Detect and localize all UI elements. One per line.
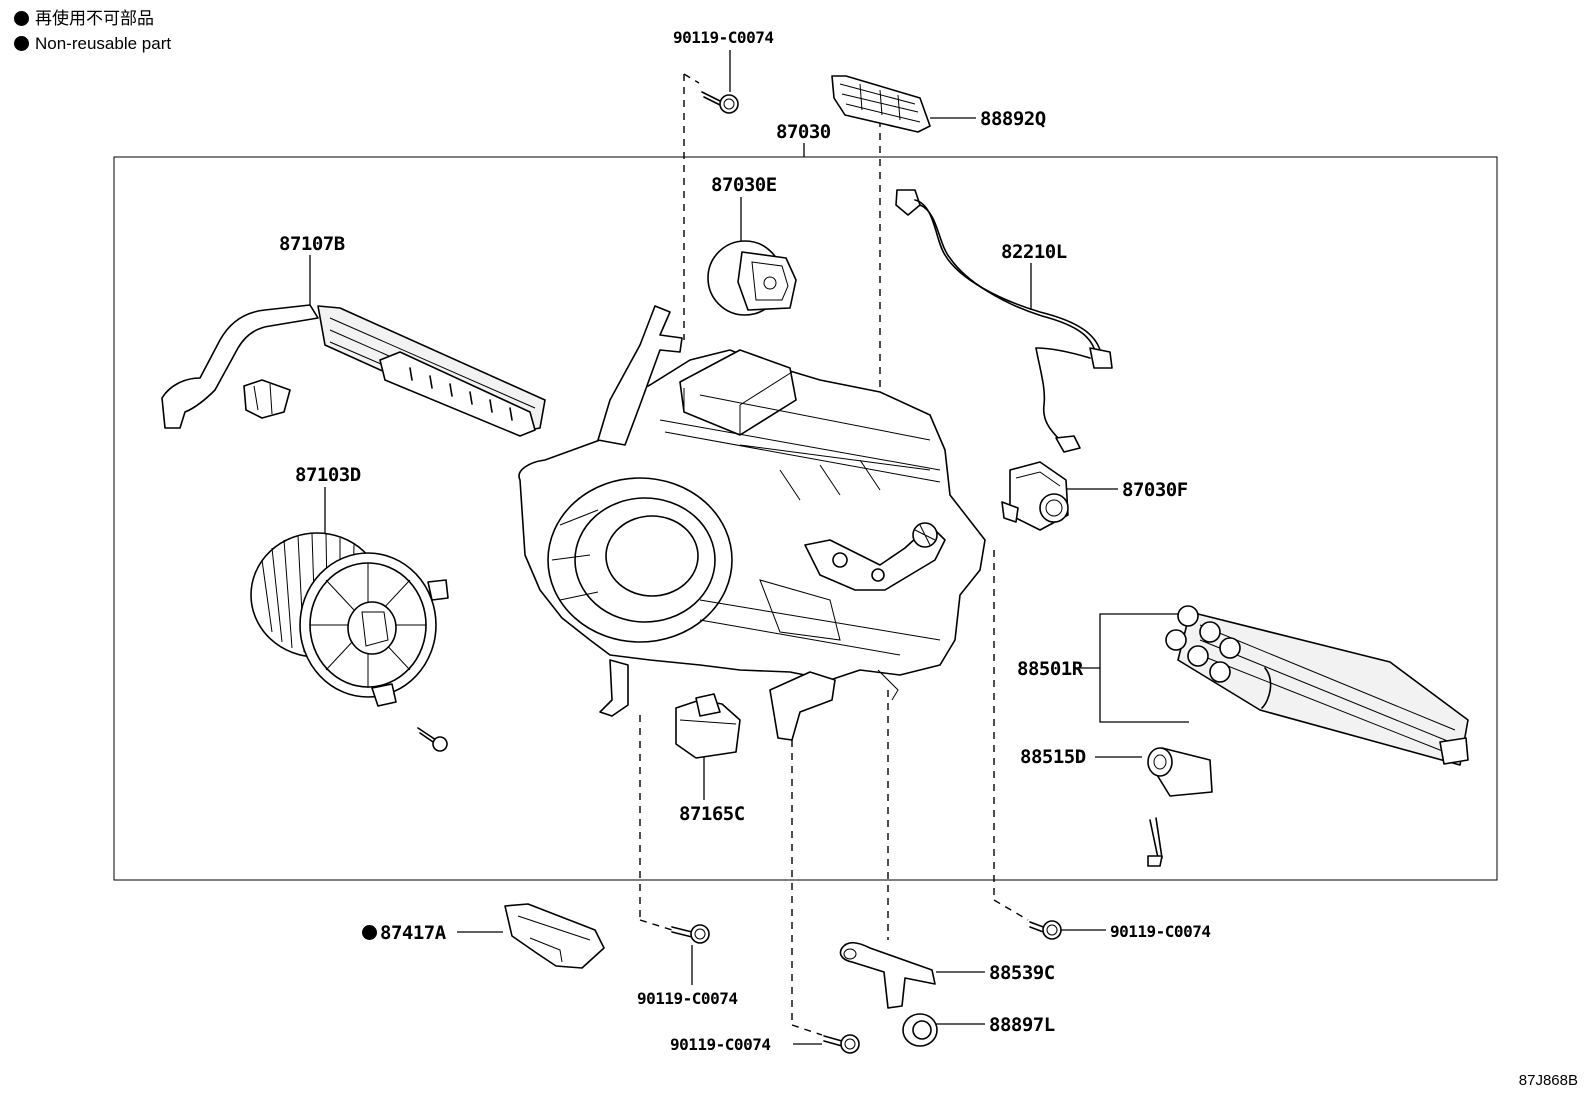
evaporator-drawing: [1165, 605, 1469, 766]
label-servo-f[interactable]: 87030F: [1122, 479, 1188, 501]
nonreusable-dot-icon: [362, 925, 377, 940]
servo-f-drawing: [1001, 461, 1069, 531]
diagram-reference-code: 87J868B: [1518, 1072, 1578, 1089]
label-bolt-left[interactable]: 90119-C0074: [637, 989, 738, 1008]
retainer-drawing: [831, 75, 931, 133]
seal-drawing: [504, 903, 605, 969]
label-assembly[interactable]: 87030: [776, 121, 831, 143]
servo-e-drawing: [707, 240, 797, 316]
label-resistor[interactable]: 87165C: [679, 803, 745, 825]
bolt-top-drawing: [701, 91, 739, 114]
blower-motor-drawing: [250, 532, 449, 752]
label-radiator[interactable]: 87107B: [279, 233, 345, 255]
bolt-bottom-drawing: [823, 1034, 860, 1054]
grommet-drawing: [902, 1013, 938, 1047]
nonreusable-dot-icon: [14, 36, 29, 51]
legend-japanese: 再使用不可部品: [14, 8, 154, 30]
label-retainer[interactable]: 88892Q: [980, 108, 1046, 130]
nonreusable-dot-icon: [14, 11, 29, 26]
label-valve[interactable]: 88515D: [1020, 746, 1086, 768]
label-hose[interactable]: 88539C: [989, 962, 1055, 984]
label-blower[interactable]: 87103D: [295, 464, 361, 486]
drain-hose-drawing: [839, 941, 936, 1009]
label-grommet[interactable]: 88897L: [989, 1014, 1055, 1036]
legend-jp-text: 再使用不可部品: [35, 9, 154, 28]
label-evaporator[interactable]: 88501R: [1017, 658, 1083, 680]
legend-english: Non-reusable part: [14, 33, 171, 55]
radiator-drawing: [161, 304, 546, 437]
label-seal[interactable]: 87417A: [362, 922, 446, 944]
legend-en-text: Non-reusable part: [35, 34, 172, 53]
assembly-frame: [113, 156, 1498, 881]
bolt-left-drawing: [671, 924, 710, 944]
label-wire[interactable]: 82210L: [1001, 241, 1067, 263]
label-bolt-bottom[interactable]: 90119-C0074: [670, 1035, 771, 1054]
label-bolt-right[interactable]: 90119-C0074: [1110, 922, 1211, 941]
label-servo-e[interactable]: 87030E: [711, 174, 777, 196]
resistor-drawing: [675, 693, 741, 759]
bolt-right-drawing: [1029, 920, 1062, 940]
expansion-valve-drawing: [1147, 747, 1213, 867]
hvac-unit-drawing: [518, 305, 986, 741]
label-bolt-top[interactable]: 90119-C0074: [673, 28, 774, 47]
wire-harness-drawing: [895, 189, 1113, 453]
label-seal-text: 87417A: [380, 922, 446, 944]
